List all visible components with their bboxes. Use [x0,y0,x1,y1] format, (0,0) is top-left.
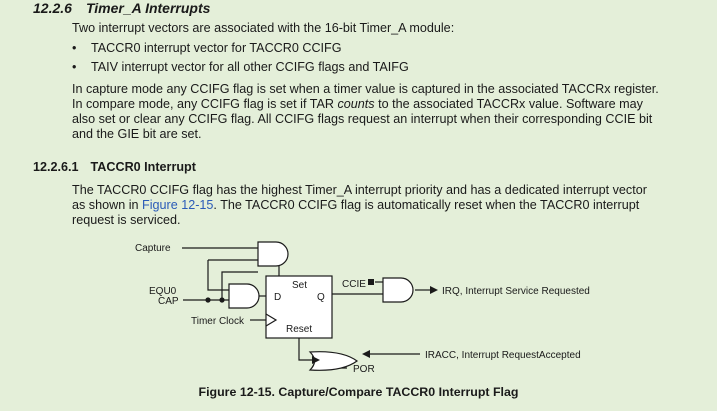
subsection-title: TACCR0 Interrupt [90,160,196,174]
intro-paragraph: Two interrupt vectors are associated wit… [72,21,455,35]
bullet-dot-icon: • [72,60,77,74]
cap-to-and-wire [221,271,258,300]
reset-wire [298,338,312,361]
flip-flop-box [265,275,333,339]
iracc-label: IRACC, Interrupt RequestAccepted [425,350,581,361]
equ0-label: EQU0 [149,286,177,297]
irq-label: IRQ, Interrupt Service Requested [442,286,590,297]
por-label: POR [353,364,375,375]
iracc-arrow-icon [362,350,370,358]
section-number: 12.2.6 [33,0,72,16]
capture-label: Capture [135,243,171,254]
clock-input-icon [265,313,278,327]
bullet-item: •TAIV interrupt vector for all other CCI… [72,60,409,74]
figure-link[interactable]: Figure 12-15 [142,198,214,212]
section-title: Timer_A Interrupts [85,0,211,16]
bullet-item: •TACCR0 interrupt vector for TACCR0 CCIF… [72,41,342,55]
q-output-label: Q [317,292,325,303]
subsection-heading: 12.2.6.1 TACCR0 Interrupt [33,160,196,174]
subsection-number: 12.2.6.1 [33,160,79,174]
bullet-dot-icon: • [72,41,77,55]
irq-arrow-icon [430,286,438,294]
equ0-wire [207,260,229,291]
reset-arrow-icon [312,356,320,364]
d-input-label: D [274,292,281,303]
equ0-and-gate-icon [228,283,260,309]
section-heading: 12.2.6 Timer_A Interrupts [33,0,210,16]
cap-node-dot-icon [205,297,211,303]
cap-junction-dot-icon [219,297,225,303]
capture-and-gate-icon [257,241,289,267]
ccie-label: CCIE [342,279,366,290]
ccie-bit-icon [368,279,374,285]
capture-paragraph: In capture mode any CCIFG flag is set wh… [72,82,659,141]
reset-label: Reset [286,324,312,335]
set-label: Set [292,280,307,291]
ccie-and-gate-icon [382,277,414,303]
figure-caption: Figure 12-15. Capture/Compare TACCR0 Int… [198,385,519,399]
taccr0-paragraph: The TACCR0 CCIFG flag has the highest Ti… [72,183,647,227]
timer-clock-label: Timer Clock [191,316,245,327]
cap-label: CAP [158,296,179,307]
